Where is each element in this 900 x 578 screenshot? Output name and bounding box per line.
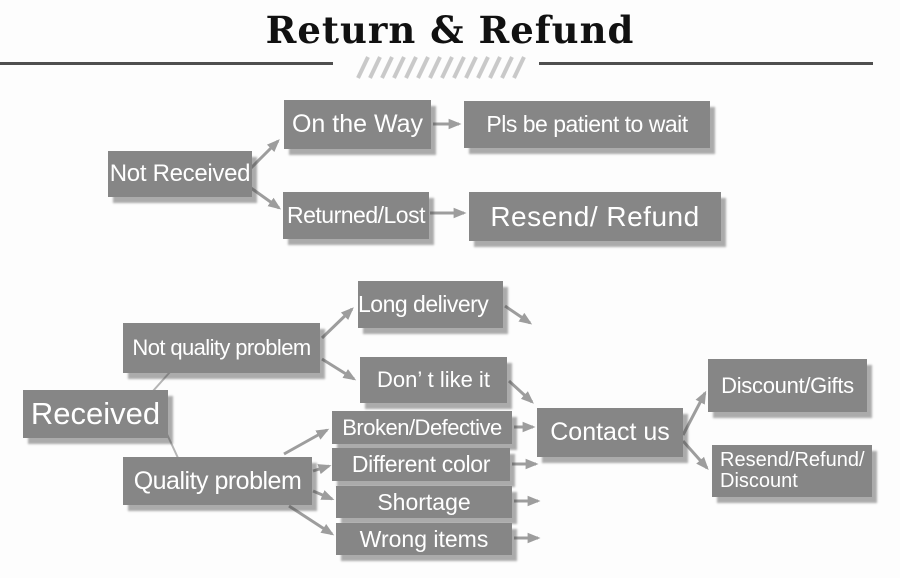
arrow-quality-shortage <box>312 489 335 501</box>
arrow-quality-wrongitems <box>288 504 335 536</box>
node-wrong-items: Wrong items <box>336 523 512 555</box>
node-long-delivery: Long delivery <box>358 281 503 328</box>
node-label: Wrong items <box>359 525 489 552</box>
arrow-dontlike-contactus <box>507 379 534 404</box>
node-label: Not Received <box>109 160 251 188</box>
node-label: Contact us <box>550 418 670 447</box>
node-discount-gifts: Discount/Gifts <box>708 359 867 412</box>
node-pls-be-patient: Pls be patient to wait <box>464 101 710 148</box>
node-resend-refund: Resend/ Refund <box>469 192 721 241</box>
node-label-line1: Resend/Refund/ <box>720 449 865 471</box>
arrow-quality-differentcolor <box>312 464 332 475</box>
node-label: Don’ t like it <box>377 367 490 393</box>
arrow-notreceived-ontheway <box>248 139 280 171</box>
title-hatch-marks <box>356 56 526 79</box>
arrow-longdelivery-out <box>504 304 533 325</box>
node-not-received: Not Received <box>108 151 252 197</box>
node-contact-us: Contact us <box>537 408 683 457</box>
node-different-color: Different color <box>332 448 510 481</box>
page-title: Return & Refund <box>265 8 635 52</box>
arrow-quality-broken <box>283 428 330 456</box>
title-rule-left <box>0 62 333 65</box>
arrow-notquality-longdelivery <box>320 307 354 340</box>
arrow-notquality-dontlike <box>321 357 357 381</box>
node-label-line2: Discount <box>720 470 798 492</box>
title-rule-right <box>539 62 873 65</box>
node-label: Broken/Defective <box>342 414 502 440</box>
node-quality-problem: Quality problem <box>123 457 312 505</box>
node-label: On the Way <box>291 110 424 139</box>
node-label: Received <box>30 395 161 431</box>
node-received: Received <box>23 390 168 438</box>
line-received-notquality <box>152 371 171 392</box>
node-label: Returned/Lost <box>287 202 425 229</box>
node-label: Long delivery <box>358 291 489 318</box>
node-not-quality-problem: Not quality problem <box>123 323 320 373</box>
arrow-contactus-resendrefunddiscount <box>681 440 709 470</box>
node-broken-defective: Broken/Defective <box>332 411 512 444</box>
node-label: Pls be patient to wait <box>486 111 688 138</box>
node-returned-lost: Returned/Lost <box>283 192 429 239</box>
node-label: Different color <box>351 451 491 478</box>
node-label: Resend/ Refund <box>490 200 700 232</box>
node-label: Quality problem <box>133 466 302 495</box>
node-label: Shortage <box>377 488 471 515</box>
arrow-notreceived-returnedlost <box>250 186 282 210</box>
node-on-the-way: On the Way <box>284 100 431 149</box>
arrow-contactus-discountgifts <box>681 390 707 436</box>
node-resend-refund-discount: Resend/Refund/ Discount <box>712 445 872 497</box>
node-shortage: Shortage <box>336 486 512 518</box>
node-label: Not quality problem <box>132 335 311 361</box>
node-label: Discount/Gifts <box>721 372 854 398</box>
node-dont-like-it: Don’ t like it <box>360 357 507 403</box>
